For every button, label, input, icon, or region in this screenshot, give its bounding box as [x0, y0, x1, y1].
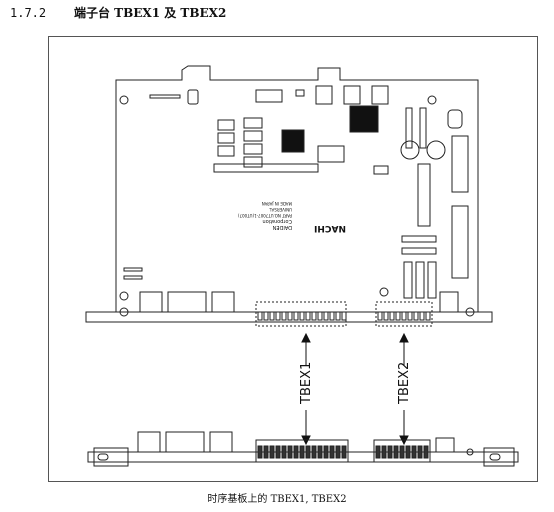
terminal-pin — [257, 445, 263, 459]
terminal-pin — [393, 445, 399, 459]
board-text-3: PART NO.UT7007-1(UT007) — [238, 213, 292, 218]
terminal-pin — [381, 445, 387, 459]
terminal-pin — [341, 311, 347, 321]
terminal-pin — [263, 445, 269, 459]
tbex2-terminal-top — [375, 301, 433, 327]
terminal-pin — [377, 311, 383, 321]
board-marking: NACHI — [314, 223, 346, 233]
tbex1-label: TBEX1 — [299, 362, 314, 405]
board-text-4: UNIVERSAL — [269, 207, 292, 212]
board-text-5: MADE IN JAPAN — [262, 201, 292, 206]
board-text-1: DAIDEN — [272, 224, 292, 230]
mount-hole-left — [119, 307, 129, 317]
tbex2-label: TBEX2 — [397, 362, 412, 405]
terminal-pin — [335, 311, 341, 321]
terminal-pin — [299, 445, 305, 459]
pcb-outline — [115, 65, 479, 313]
terminal-pin — [413, 311, 419, 321]
terminal-pin — [329, 445, 335, 459]
terminal-pin — [305, 311, 311, 321]
figure-caption: 时序基板上的 TBEX1, TBEX2 — [207, 494, 347, 505]
terminal-pin — [323, 311, 329, 321]
section-title: 端子台 TBEX1 及 TBEX2 — [74, 6, 227, 20]
terminal-pin — [269, 311, 275, 321]
terminal-pin — [401, 311, 407, 321]
section-heading: 1.7.2 端子台 TBEX1 及 TBEX2 — [10, 4, 226, 21]
terminal-pin — [323, 445, 329, 459]
tbex1-terminal-top — [255, 301, 347, 327]
terminal-pin — [293, 445, 299, 459]
terminal-pin — [335, 445, 341, 459]
terminal-pin — [317, 311, 323, 321]
terminal-pin — [419, 311, 425, 321]
terminal-pin — [405, 445, 411, 459]
terminal-pin — [387, 445, 393, 459]
terminal-pin — [311, 311, 317, 321]
terminal-pin — [375, 445, 381, 459]
terminal-pin — [257, 311, 263, 321]
terminal-pin — [275, 445, 281, 459]
terminal-pin — [299, 311, 305, 321]
terminal-pin — [417, 445, 423, 459]
terminal-pin — [411, 445, 417, 459]
terminal-pin — [317, 445, 323, 459]
tbex1-terminal-side — [255, 439, 349, 463]
terminal-pin — [263, 311, 269, 321]
terminal-pin — [269, 445, 275, 459]
board-text-2: Corporation — [262, 218, 292, 224]
tbex2-terminal-side — [373, 439, 431, 463]
terminal-pin — [383, 311, 389, 321]
terminal-pin — [399, 445, 405, 459]
terminal-pin — [389, 311, 395, 321]
terminal-pin — [287, 311, 293, 321]
terminal-pin — [425, 311, 431, 321]
terminal-pin — [329, 311, 335, 321]
terminal-pin — [287, 445, 293, 459]
mount-hole-right — [465, 307, 475, 317]
terminal-pin — [341, 445, 347, 459]
terminal-pin — [281, 311, 287, 321]
terminal-pin — [395, 311, 401, 321]
figure-frame — [48, 36, 538, 482]
terminal-pin — [275, 311, 281, 321]
section-number: 1.7.2 — [10, 6, 47, 20]
terminal-pin — [281, 445, 287, 459]
terminal-pin — [407, 311, 413, 321]
terminal-pin — [293, 311, 299, 321]
terminal-pin — [423, 445, 429, 459]
terminal-pin — [311, 445, 317, 459]
board-marking-block: NACHI DAIDEN Corporation PART NO.UT7007-… — [238, 201, 346, 233]
terminal-pin — [305, 445, 311, 459]
